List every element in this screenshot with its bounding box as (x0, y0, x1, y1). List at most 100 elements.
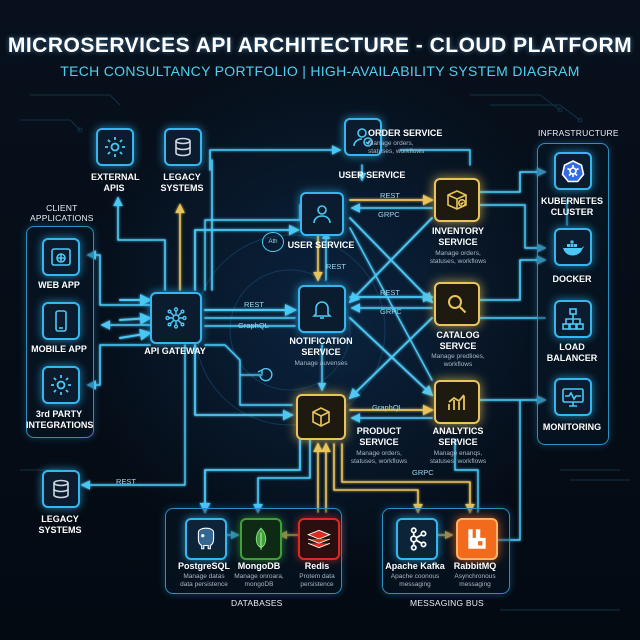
network-tree-icon (562, 308, 584, 330)
smartphone-icon (55, 310, 67, 332)
wire-order (209, 145, 342, 171)
redis-node[interactable] (298, 518, 340, 560)
databases-header: DATABASES (231, 598, 283, 608)
legacy-systems-top-label: LEGACY SYSTEMS (160, 172, 204, 193)
product-service-node[interactable] (296, 394, 346, 440)
page-title: MICROSERVICES API ARCHITECTURE - CLOUD P… (7, 34, 633, 57)
mongodb-node[interactable] (240, 518, 282, 560)
wire-catalog-product (348, 317, 433, 400)
monitor-pulse-icon (562, 388, 584, 407)
user-check-icon (353, 128, 373, 147)
wire-catalog-docker (477, 255, 547, 301)
product-service-desc: Manage orders, statuses, workflows (350, 450, 408, 465)
redis-desc: Protem data persistence (299, 573, 335, 588)
mobile-app-node[interactable] (42, 302, 80, 340)
docker-node[interactable] (554, 228, 592, 266)
analytics-service-label: ANALYTICS SERVICE (432, 426, 484, 447)
rabbitmq-desc: Asynchronous messaging (454, 573, 496, 588)
bar-chart-icon (448, 394, 465, 410)
wire-gateway-product (194, 344, 294, 421)
auth-badge: Ath (262, 232, 284, 252)
monitoring-node[interactable] (554, 378, 592, 416)
notification-service-node[interactable] (298, 285, 346, 333)
product-service-label: PRODUCT SERVICE (356, 426, 402, 447)
kubernetes-node[interactable] (554, 152, 592, 190)
inventory-service-node[interactable] (434, 178, 480, 222)
rest-gateway-label: REST (244, 300, 265, 309)
rabbit-icon (468, 529, 486, 549)
wire-order-inventory (399, 149, 471, 166)
external-apis-label: EXTERNAL APIS (91, 172, 140, 193)
legacy-systems-bottom-node[interactable] (42, 470, 80, 508)
grpc-bottom-label: GRPC (412, 468, 434, 477)
catalog-service-desc: Manage predlioes, workflows (431, 353, 485, 368)
third-party-node[interactable] (42, 366, 80, 404)
gear-icon (105, 137, 125, 157)
catalog-service-label: CATALOG SERVCE (436, 330, 480, 351)
browser-globe-icon (51, 248, 71, 266)
wire-gateway-external (113, 196, 166, 291)
wire-gateway-product-2 (204, 344, 293, 406)
monitoring-label: MONITORING (542, 422, 602, 432)
load-balancer-label: LOAD BALANCER (546, 342, 598, 363)
postgresql-label: PostgreSQL (177, 561, 230, 571)
wire-inventory-notification (348, 217, 433, 304)
wire-user-analytics (349, 227, 433, 381)
analytics-service-node[interactable] (434, 380, 480, 424)
postgresql-node[interactable] (185, 518, 227, 560)
rest-user-label: REST (380, 191, 401, 200)
cube-stack-icon (312, 407, 330, 427)
order-service-node[interactable] (344, 118, 382, 156)
kubernetes-label: KUBERNETES CLUSTER (541, 196, 604, 217)
notification-service-desc: Manage auvenses (294, 360, 348, 367)
kafka-node[interactable] (396, 518, 438, 560)
legacy-systems-top-node[interactable] (164, 128, 202, 166)
kafka-label: Apache Kafka (385, 561, 445, 571)
bell-icon (312, 301, 332, 319)
user-service-node[interactable] (300, 192, 344, 236)
messaging-bus-header: MESSAGING BUS (410, 598, 484, 608)
redis-stack-icon (306, 529, 332, 549)
wire-product-kafka (333, 443, 423, 514)
inventory-service-label: INVENTORY SERVICE (431, 226, 484, 247)
api-gateway-node[interactable] (150, 292, 202, 344)
database-stack-icon (175, 137, 191, 157)
wire-product-postgres (199, 439, 301, 514)
graphql-gateway-label: GraphQL (238, 321, 269, 330)
analytics-service-desc: Manage enanqs, statuses, workflows (429, 450, 487, 465)
client-applications-header: CLIENT APPLICATIONS (30, 203, 94, 223)
wire-inventory-docker (477, 204, 547, 253)
page-subtitle: TECH CONSULTANCY PORTFOLIO | HIGH-AVAILA… (60, 63, 580, 79)
web-app-node[interactable] (42, 238, 80, 276)
grpc-user-label: GRPC (378, 210, 400, 219)
inventory-service-desc: Manage orders, statuses, workflows (429, 250, 487, 265)
grpc-notification-label: GRPC (380, 307, 402, 316)
box-check-icon (447, 190, 467, 210)
circuit-traces (20, 94, 630, 611)
magnifier-icon (448, 295, 467, 314)
wire-inventory-kubernetes (477, 167, 547, 193)
legacy-systems-bottom-label: LEGACY SYSTEMS (38, 514, 82, 535)
wire-gateway-3rdparty (86, 344, 151, 390)
graphql-product-label: GraphQL (372, 403, 403, 412)
catalog-service-node[interactable] (434, 282, 480, 326)
kafka-nodes-icon (410, 527, 427, 551)
wire-gateway-userservice-top (194, 224, 300, 291)
wire-mobile-gateway (119, 312, 152, 325)
load-balancer-node[interactable] (554, 300, 592, 338)
mobile-app-label: MOBILE APP (31, 344, 87, 354)
user-service-top-label: USER SERVICE (338, 170, 406, 180)
wire-3rdparty-gateway (119, 328, 152, 341)
redis-label: Redis (304, 561, 330, 571)
elephant-icon (197, 527, 215, 550)
radar-rings (194, 234, 386, 426)
wire-gateway-webapp (86, 250, 151, 306)
docker-label: DOCKER (552, 274, 592, 284)
rabbitmq-node[interactable] (456, 518, 498, 560)
wire-rabbitmq-monitoring (497, 399, 521, 541)
external-apis-node[interactable] (96, 128, 134, 166)
notification-service-label: NOTIFICATION SERVICE (289, 336, 353, 357)
hub-icon (165, 307, 187, 329)
mongodb-label: MongoDB (237, 561, 281, 571)
